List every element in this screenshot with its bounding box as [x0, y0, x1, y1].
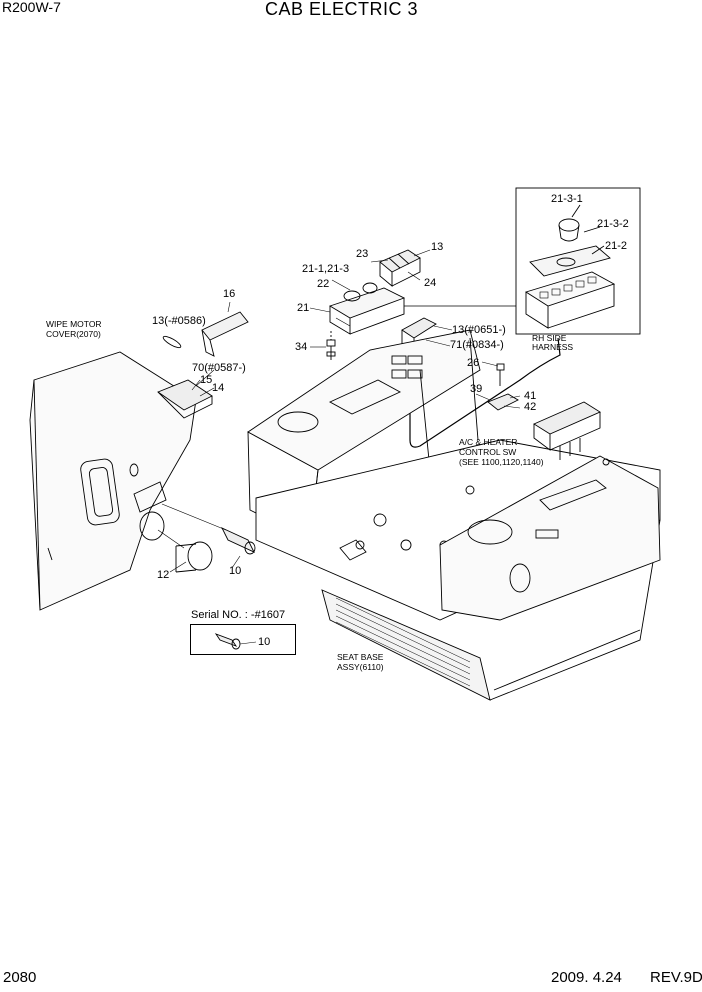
- switch-module-21: [328, 282, 406, 335]
- callout-21-1-21-3: 21-1,21-3: [302, 263, 350, 275]
- hour-meter-12: [175, 541, 213, 573]
- callout-21-3-1: 21-3-1: [551, 193, 583, 205]
- callout-41: 41: [524, 390, 537, 402]
- callout-70-0587: 70(#0587-): [192, 362, 246, 374]
- callout-23: 23: [356, 248, 369, 260]
- callout-21-2: 21-2: [605, 240, 628, 252]
- note-ac-3: (SEE 1100,1120,1140): [459, 457, 544, 467]
- revision-code: REV.9D: [650, 969, 702, 986]
- serial-lighter-10: [214, 633, 241, 650]
- model-code: R200W-7: [2, 0, 61, 15]
- callout-13-0651: 13(#0651-): [452, 324, 506, 336]
- bolt-34: [326, 339, 336, 360]
- callout-24: 24: [424, 277, 437, 289]
- cigar-lighter-10: [221, 527, 256, 555]
- callout-15: 15: [200, 374, 213, 386]
- callout-21-3-2: 21-3-2: [597, 218, 629, 230]
- callout-22: 22: [317, 278, 330, 290]
- callout-71-0834: 71(#0834-): [450, 339, 504, 351]
- callout-42: 42: [524, 401, 537, 413]
- callout-21: 21: [297, 302, 310, 314]
- note-seat-base-1: SEAT BASE: [337, 652, 384, 662]
- rocker-switch-group: [379, 249, 421, 287]
- note-ac-1: A/C & HEATER: [459, 437, 518, 447]
- note-ac-2: CONTROL SW: [459, 447, 517, 457]
- serial-range-label: Serial NO. : -#1607: [191, 609, 286, 621]
- note-seat-base-2: ASSY(6110): [337, 662, 384, 672]
- callout-10: 10: [229, 565, 242, 577]
- callout-16: 16: [223, 288, 236, 300]
- page-title: CAB ELECTRIC 3: [265, 0, 419, 19]
- note-wipe-motor-2: COVER(2070): [46, 329, 101, 339]
- detail-inset: [515, 187, 641, 335]
- callout-13-top: 13: [431, 241, 444, 253]
- callout-14: 14: [212, 382, 225, 394]
- note-rh-side-2: HARNESS: [532, 342, 574, 352]
- revision-date: 2009. 4.24: [551, 969, 622, 986]
- callout-12: 12: [157, 569, 170, 581]
- wipe-motor-cover: [29, 351, 197, 611]
- note-wipe-motor-1: WIPE MOTOR: [46, 319, 102, 329]
- callout-34: 34: [295, 341, 308, 353]
- callout-39: 39: [470, 383, 483, 395]
- note-rh-side-1: RH SIDE: [532, 333, 567, 343]
- page-number: 2080: [3, 969, 37, 986]
- ac-heater-panel: [533, 401, 601, 460]
- serial-range-box: [190, 624, 296, 655]
- callout-13-0586: 13(-#0586): [152, 315, 206, 327]
- right-console: [439, 455, 661, 621]
- callout-26: 26: [467, 357, 480, 369]
- callout-10-serial: 10: [258, 636, 271, 648]
